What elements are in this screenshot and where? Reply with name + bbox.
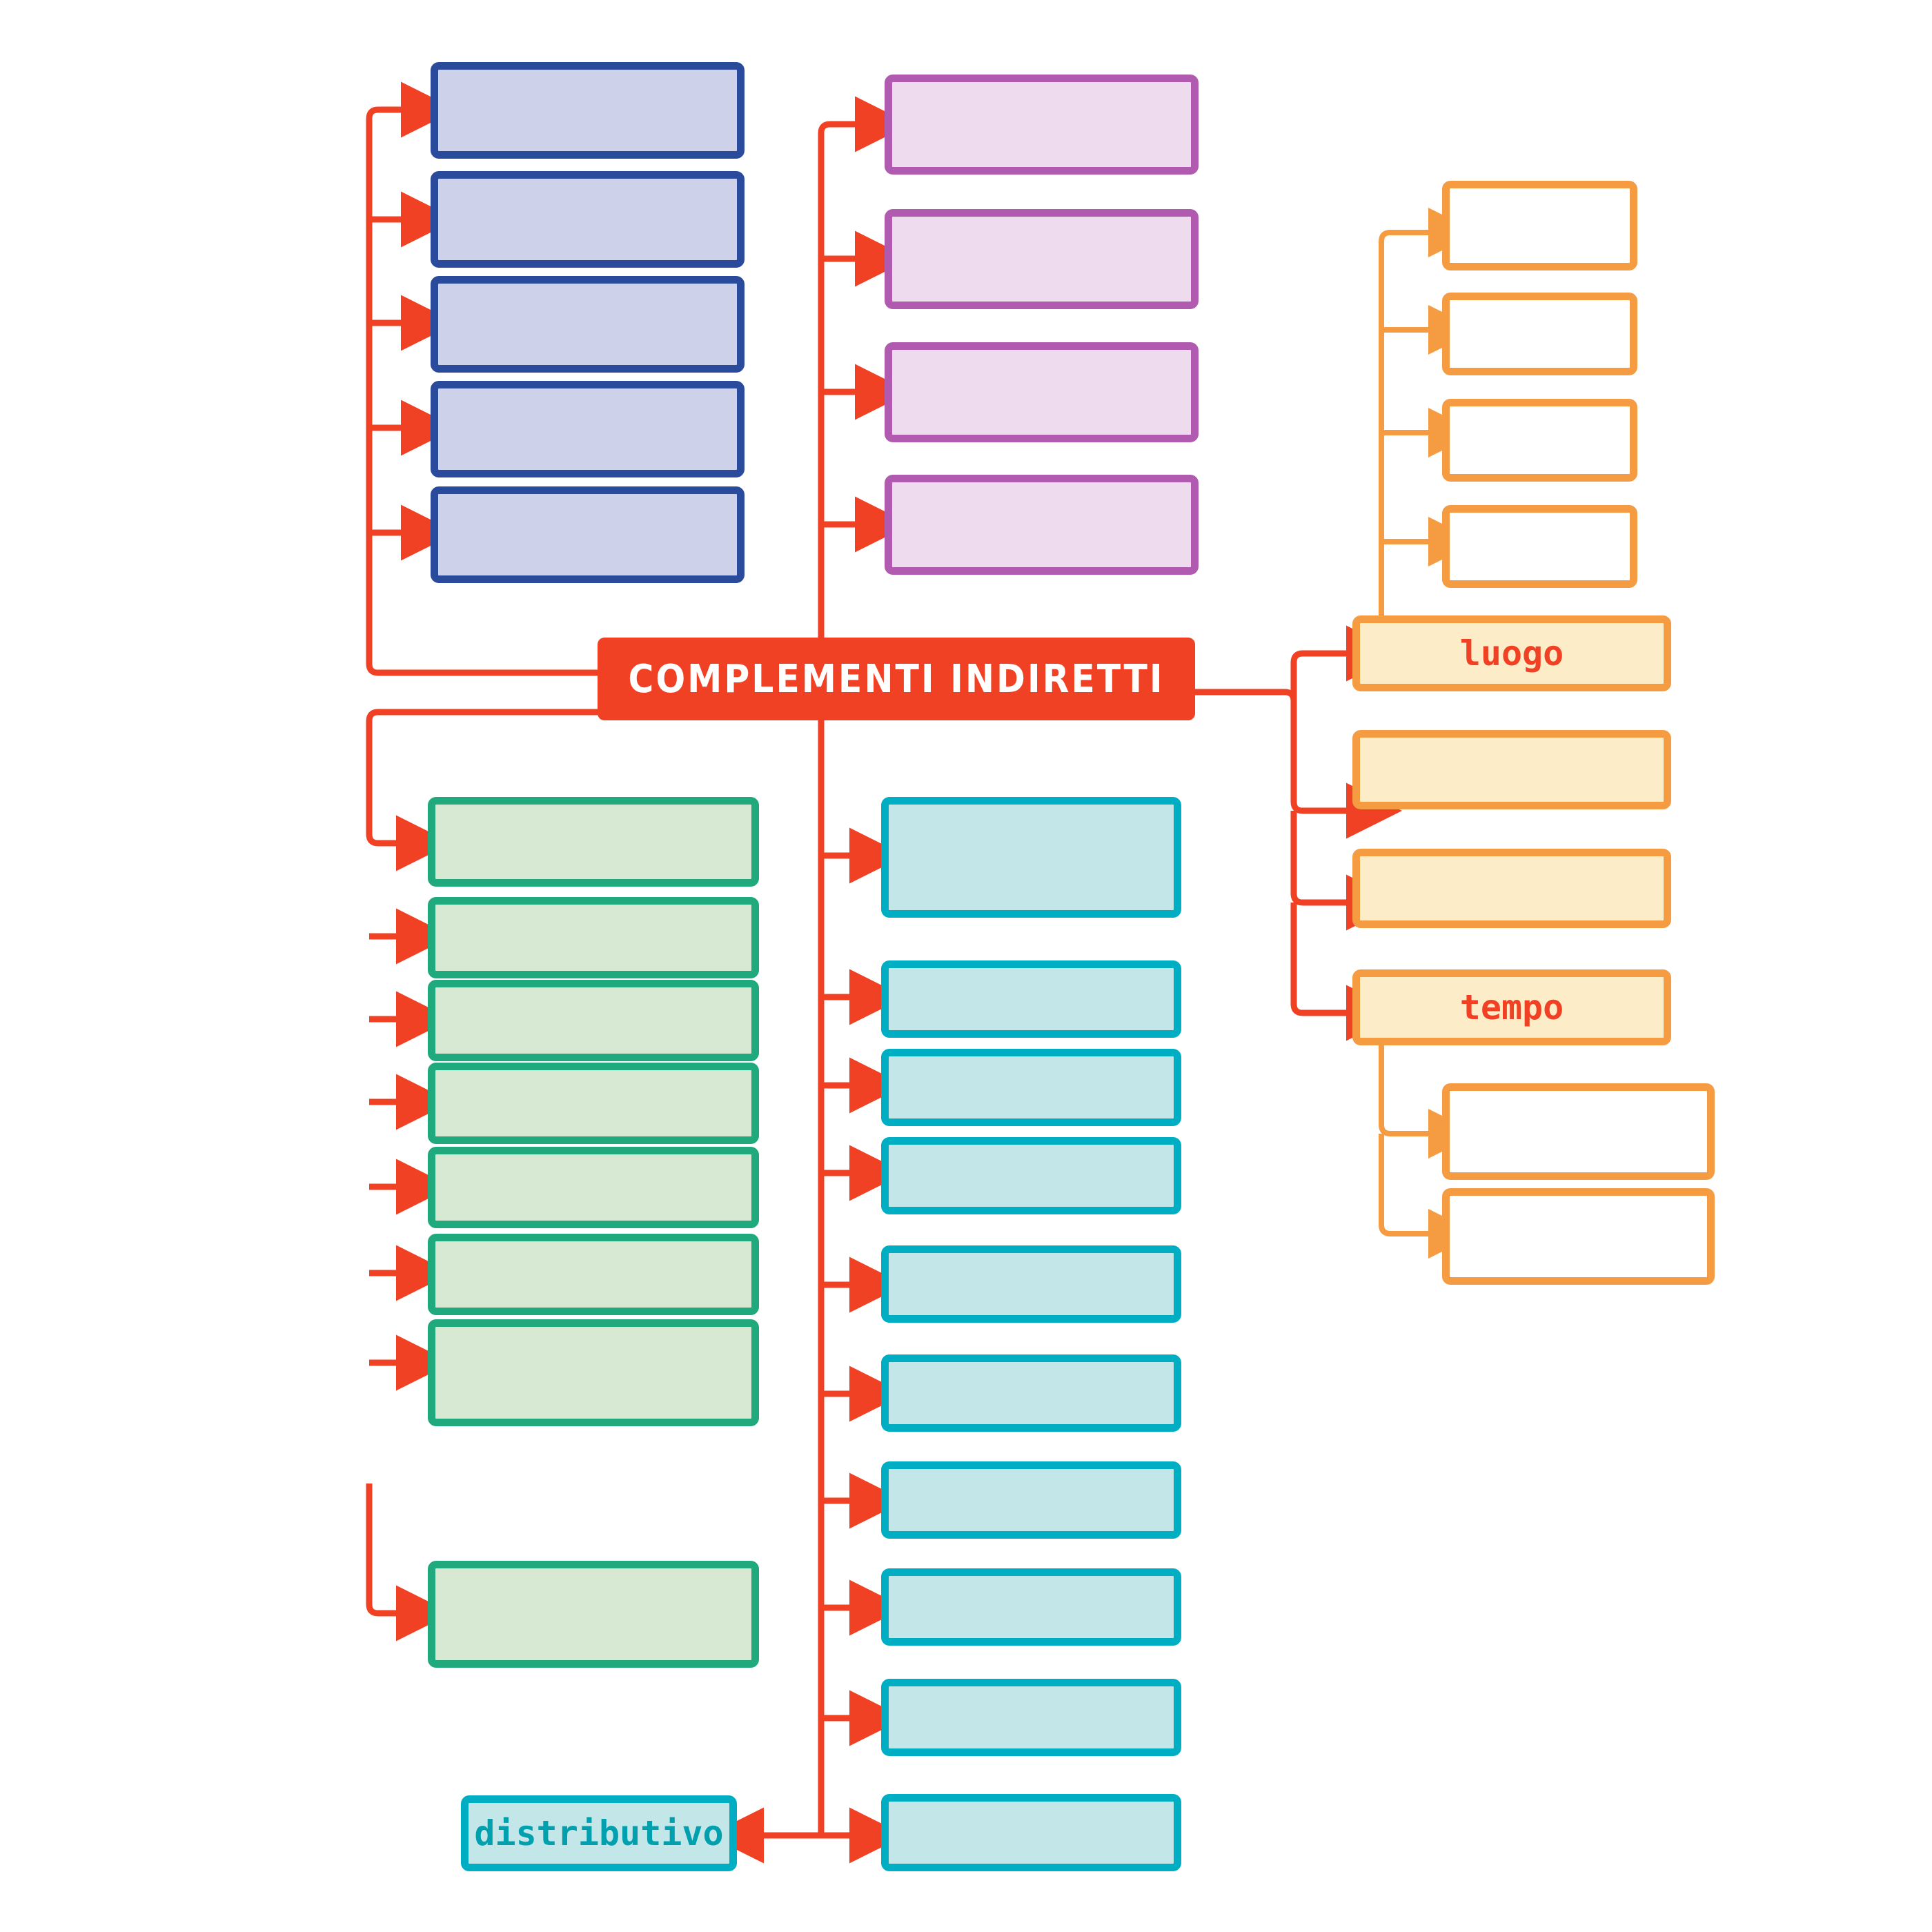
orange-node-luogo[interactable]: luogo bbox=[1352, 615, 1671, 691]
tempo-child-1[interactable] bbox=[1442, 1083, 1715, 1180]
luogo-child-1[interactable] bbox=[1442, 181, 1637, 270]
green-node-1[interactable] bbox=[428, 797, 759, 887]
green-node-4[interactable] bbox=[428, 1063, 759, 1144]
luogo-child-2[interactable] bbox=[1442, 293, 1637, 375]
orange-wires bbox=[1379, 208, 1478, 1259]
center-node-label: COMPLEMENTI INDIRETTI bbox=[628, 656, 1165, 702]
tempo-child-2[interactable] bbox=[1442, 1188, 1715, 1285]
green-node-8[interactable] bbox=[428, 1561, 759, 1668]
green-node-5[interactable] bbox=[428, 1147, 759, 1228]
purple-node-4[interactable] bbox=[885, 475, 1199, 575]
cyan-node-2[interactable] bbox=[881, 960, 1181, 1038]
blue-node-2[interactable] bbox=[431, 171, 745, 268]
green-node-2[interactable] bbox=[428, 897, 759, 978]
purple-node-3[interactable] bbox=[885, 342, 1199, 442]
green-node-6[interactable] bbox=[428, 1234, 759, 1315]
cyan-node-4[interactable] bbox=[881, 1137, 1181, 1214]
cyan-node-10[interactable] bbox=[881, 1794, 1181, 1871]
cyan-node-5[interactable] bbox=[881, 1245, 1181, 1323]
orange-node-luogo-label: luogo bbox=[1459, 633, 1564, 673]
cyan-node-9[interactable] bbox=[881, 1679, 1181, 1756]
cyan-node-8[interactable] bbox=[881, 1568, 1181, 1646]
red-wires bbox=[366, 81, 1402, 1864]
cyan-node-6[interactable] bbox=[881, 1354, 1181, 1432]
orange-node-2[interactable] bbox=[1352, 730, 1671, 809]
center-node[interactable]: COMPLEMENTI INDIRETTI bbox=[598, 638, 1195, 720]
orange-node-tempo[interactable]: tempo bbox=[1352, 969, 1671, 1045]
luogo-child-3[interactable] bbox=[1442, 399, 1637, 482]
orange-node-tempo-label: tempo bbox=[1459, 987, 1564, 1027]
purple-node-2[interactable] bbox=[885, 209, 1199, 309]
green-node-3[interactable] bbox=[428, 980, 759, 1061]
cyan-node-1[interactable] bbox=[881, 797, 1181, 918]
green-node-7[interactable] bbox=[428, 1319, 759, 1426]
blue-node-1[interactable] bbox=[431, 62, 745, 159]
blue-node-3[interactable] bbox=[431, 276, 745, 373]
blue-node-4[interactable] bbox=[431, 381, 745, 477]
blue-node-5[interactable] bbox=[431, 486, 745, 583]
distributivo-node[interactable]: distributivo bbox=[461, 1795, 737, 1871]
luogo-child-4[interactable] bbox=[1442, 505, 1637, 588]
cyan-node-7[interactable] bbox=[881, 1461, 1181, 1539]
distributivo-node-label: distributivo bbox=[474, 1813, 724, 1853]
purple-node-1[interactable] bbox=[885, 75, 1199, 175]
cyan-node-3[interactable] bbox=[881, 1049, 1181, 1126]
orange-node-3[interactable] bbox=[1352, 849, 1671, 928]
